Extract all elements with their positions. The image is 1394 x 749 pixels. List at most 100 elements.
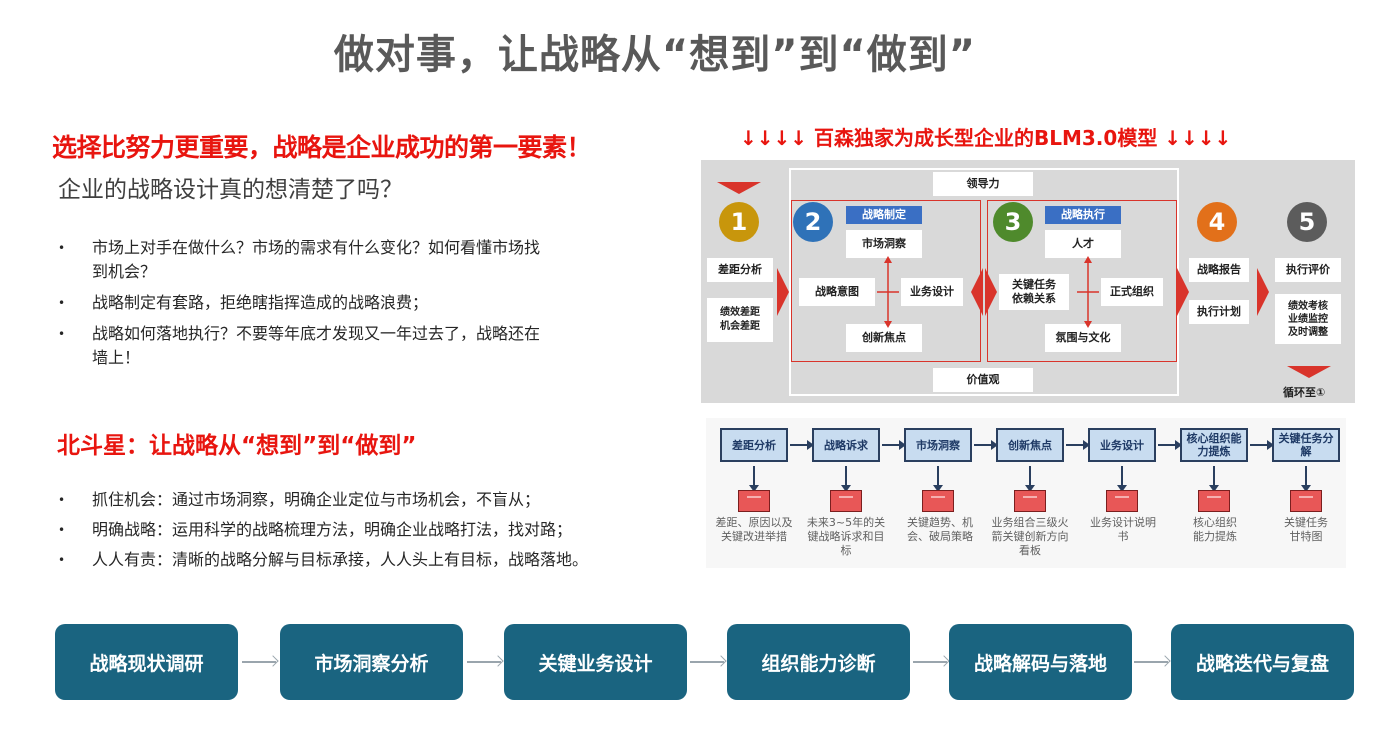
arrow-icon — [242, 661, 276, 663]
bullet-item: 明确战略：运用科学的战略梳理方法，明确企业战略打法，找对路； — [58, 518, 718, 542]
blm-model-diagram: 领导力 价值观 1 差距分析 绩效差距 机会差距 2 战略制定 市场洞察 战略意… — [701, 160, 1355, 403]
phase-strategy-iteration: 战略迭代与复盘 — [1171, 624, 1354, 700]
flow-step-box: 关键任务分解 — [1272, 428, 1340, 462]
flow-step-desc: 关键任务甘特图 — [1284, 516, 1328, 543]
down-arrow-icon — [1301, 466, 1311, 492]
step-number-4: 4 — [1197, 202, 1237, 242]
flow-step-box: 核心组织能力提炼 — [1180, 428, 1248, 462]
perf-gap-box: 绩效差距 机会差距 — [707, 298, 773, 342]
section2-bullet-list: 抓住机会：通过市场洞察，明确企业定位与市场机会，不盲从； 明确战略：运用科学的战… — [58, 488, 718, 578]
flow-step-box: 市场洞察 — [904, 428, 972, 462]
section1-bullet-list: 市场上对手在做什么？市场的需求有什么变化？如何看懂市场找到机会？ 战略制定有套路… — [58, 236, 578, 377]
execution-plan-box: 执行计划 — [1189, 300, 1249, 324]
flow-step-box: 业务设计 — [1088, 428, 1156, 462]
gap-analysis-box: 差距分析 — [707, 258, 773, 282]
step-number-2: 2 — [793, 202, 833, 242]
left-arrow-icon — [971, 268, 983, 316]
bullet-item: 人人有责：清晰的战略分解与目标承接，人人头上有目标，战略落地。 — [58, 548, 718, 572]
key-tasks-box: 关键任务 依赖关系 — [999, 274, 1069, 310]
down-arrow-icon — [1209, 466, 1219, 492]
bullet-item: 战略制定有套路，拒绝瞎指挥造成的战略浪费； — [58, 291, 578, 315]
bullet-text: 人人有责：清晰的战略分解与目标承接，人人头上有目标，战略落地。 — [92, 550, 589, 569]
down-arrow-icon — [749, 466, 759, 492]
section1-subheading: 企业的战略设计真的想清楚了吗？ — [58, 177, 403, 203]
loop-label: 循环至① — [1283, 386, 1326, 399]
flow-arrow-icon — [974, 440, 998, 450]
phase-market-insight: 市场洞察分析 — [280, 624, 463, 700]
right-arrow-icon — [777, 268, 789, 316]
flow-arrow-icon — [1158, 440, 1182, 450]
section1-heading: 选择比努力更重要，战略是企业成功的第一要素！ — [52, 133, 592, 162]
strategy-execution-label: 战略执行 — [1045, 206, 1121, 224]
culture-box: 氛围与文化 — [1045, 324, 1121, 352]
down-arrow-icon — [1025, 466, 1035, 492]
cross-arrows-icon — [1077, 256, 1099, 328]
bullet-text: 战略制定有套路，拒绝瞎指挥造成的战略浪费； — [92, 293, 429, 312]
right-arrow-icon — [1257, 268, 1269, 316]
step-number-5: 5 — [1287, 202, 1327, 242]
document-icon — [738, 490, 770, 512]
flow-step-desc: 核心组织能力提炼 — [1193, 516, 1237, 543]
talent-box: 人才 — [1045, 230, 1121, 258]
phase-strategy-decoding: 战略解码与落地 — [949, 624, 1132, 700]
phase-org-diagnosis: 组织能力诊断 — [727, 624, 910, 700]
section2-heading: 北斗星：让战略从“想到”到“做到” — [57, 433, 417, 459]
bullet-text: 市场上对手在做什么？市场的需求有什么变化？如何看懂市场找到机会？ — [92, 238, 541, 281]
document-icon — [830, 490, 862, 512]
cross-arrows-icon — [877, 256, 899, 328]
flow-step-desc: 差距、原因以及关键改进举措 — [715, 516, 793, 543]
blm-banner: ↓↓↓↓ 百森独家为成长型企业的BLM3.0模型 ↓↓↓↓ — [740, 126, 1232, 150]
leadership-box: 领导力 — [933, 172, 1033, 196]
step-number-1: 1 — [719, 202, 759, 242]
bullet-text: 明确战略：运用科学的战略梳理方法，明确企业战略打法，找对路； — [92, 520, 573, 539]
page-title: 做对事，让战略从“想到”到“做到” — [333, 32, 977, 78]
innovation-focus-box: 创新焦点 — [846, 324, 922, 352]
strategic-intent-box: 战略意图 — [799, 278, 875, 306]
down-arrow-icon — [717, 182, 761, 194]
formal-org-box: 正式组织 — [1101, 278, 1163, 306]
flow-step-box: 差距分析 — [720, 428, 788, 462]
execution-review-box: 执行评价 — [1275, 258, 1341, 282]
flow-step-desc: 关键趋势、机会、破局策略 — [907, 516, 973, 543]
bullet-text: 战略如何落地执行？不要等年底才发现又一年过去了，战略还在墙上！ — [92, 324, 541, 367]
business-design-box: 业务设计 — [901, 278, 963, 306]
flow-step-box: 创新焦点 — [996, 428, 1064, 462]
right-arrow-icon — [985, 268, 997, 316]
flow-step-desc: 业务设计说明书 — [1090, 516, 1156, 543]
document-icon — [1198, 490, 1230, 512]
bullet-text: 抓住机会：通过市场洞察，明确企业定位与市场机会，不盲从； — [92, 490, 541, 509]
strategy-execution-frame — [987, 200, 1177, 362]
flow-step-desc: 业务组合三级火箭关键创新方向看板 — [991, 516, 1069, 557]
down-arrow-icon — [841, 466, 851, 492]
down-arrow-icon — [1287, 366, 1331, 378]
strategy-report-box: 战略报告 — [1189, 258, 1249, 282]
flow-step-box: 战略诉求 — [812, 428, 880, 462]
flow-step-desc: 未来3~5年的关键战略诉求和目标 — [806, 516, 886, 557]
process-flow: 差距分析 战略诉求 市场洞察 创新焦点 业务设计 核心组织能力提炼 关键任务分解… — [706, 418, 1346, 568]
arrow-icon — [913, 661, 947, 663]
down-arrow-icon — [933, 466, 943, 492]
flow-arrow-icon — [882, 440, 906, 450]
strategy-making-label: 战略制定 — [846, 206, 922, 224]
flow-arrow-icon — [790, 440, 814, 450]
right-arrow-icon — [1177, 268, 1189, 316]
market-insight-box: 市场洞察 — [846, 230, 922, 258]
document-icon — [1106, 490, 1138, 512]
arrow-icon — [690, 661, 724, 663]
step-number-3: 3 — [993, 202, 1033, 242]
down-arrow-icon — [1117, 466, 1127, 492]
performance-review-box: 绩效考核 业绩监控 及时调整 — [1275, 294, 1341, 344]
document-icon — [922, 490, 954, 512]
bullet-item: 抓住机会：通过市场洞察，明确企业定位与市场机会，不盲从； — [58, 488, 718, 512]
document-icon — [1014, 490, 1046, 512]
phase-strategy-research: 战略现状调研 — [55, 624, 238, 700]
document-icon — [1290, 490, 1322, 512]
arrow-icon — [1134, 661, 1168, 663]
bullet-item: 市场上对手在做什么？市场的需求有什么变化？如何看懂市场找到机会？ — [58, 236, 578, 284]
flow-arrow-icon — [1250, 440, 1274, 450]
phase-business-design: 关键业务设计 — [504, 624, 687, 700]
arrow-icon — [467, 661, 501, 663]
bullet-item: 战略如何落地执行？不要等年底才发现又一年过去了，战略还在墙上！ — [58, 322, 578, 370]
flow-arrow-icon — [1066, 440, 1090, 450]
values-box: 价值观 — [933, 368, 1033, 392]
